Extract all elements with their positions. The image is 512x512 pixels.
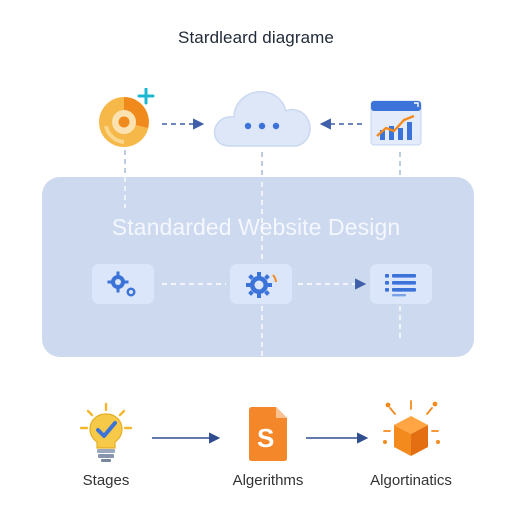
list-icon	[384, 272, 418, 298]
step-label-stages: Stages	[82, 472, 130, 489]
band-title: Standarded Website Design	[111, 214, 401, 240]
cube-sparkle-icon	[380, 398, 442, 462]
gears-icon	[104, 268, 144, 302]
gear-icon	[243, 268, 279, 302]
step-label-algorithms: Algerithms	[232, 472, 304, 489]
step-label-final: Algortinatics	[370, 472, 452, 489]
document-s-icon: S	[246, 406, 290, 462]
svg-text:S: S	[257, 423, 274, 453]
chart-window-icon	[370, 100, 424, 148]
diagram-title: Stardleard diagrame	[178, 28, 334, 47]
pie-chart-plus-icon	[96, 87, 160, 152]
cloud-icon	[210, 86, 314, 152]
lightbulb-check-icon	[78, 402, 134, 464]
